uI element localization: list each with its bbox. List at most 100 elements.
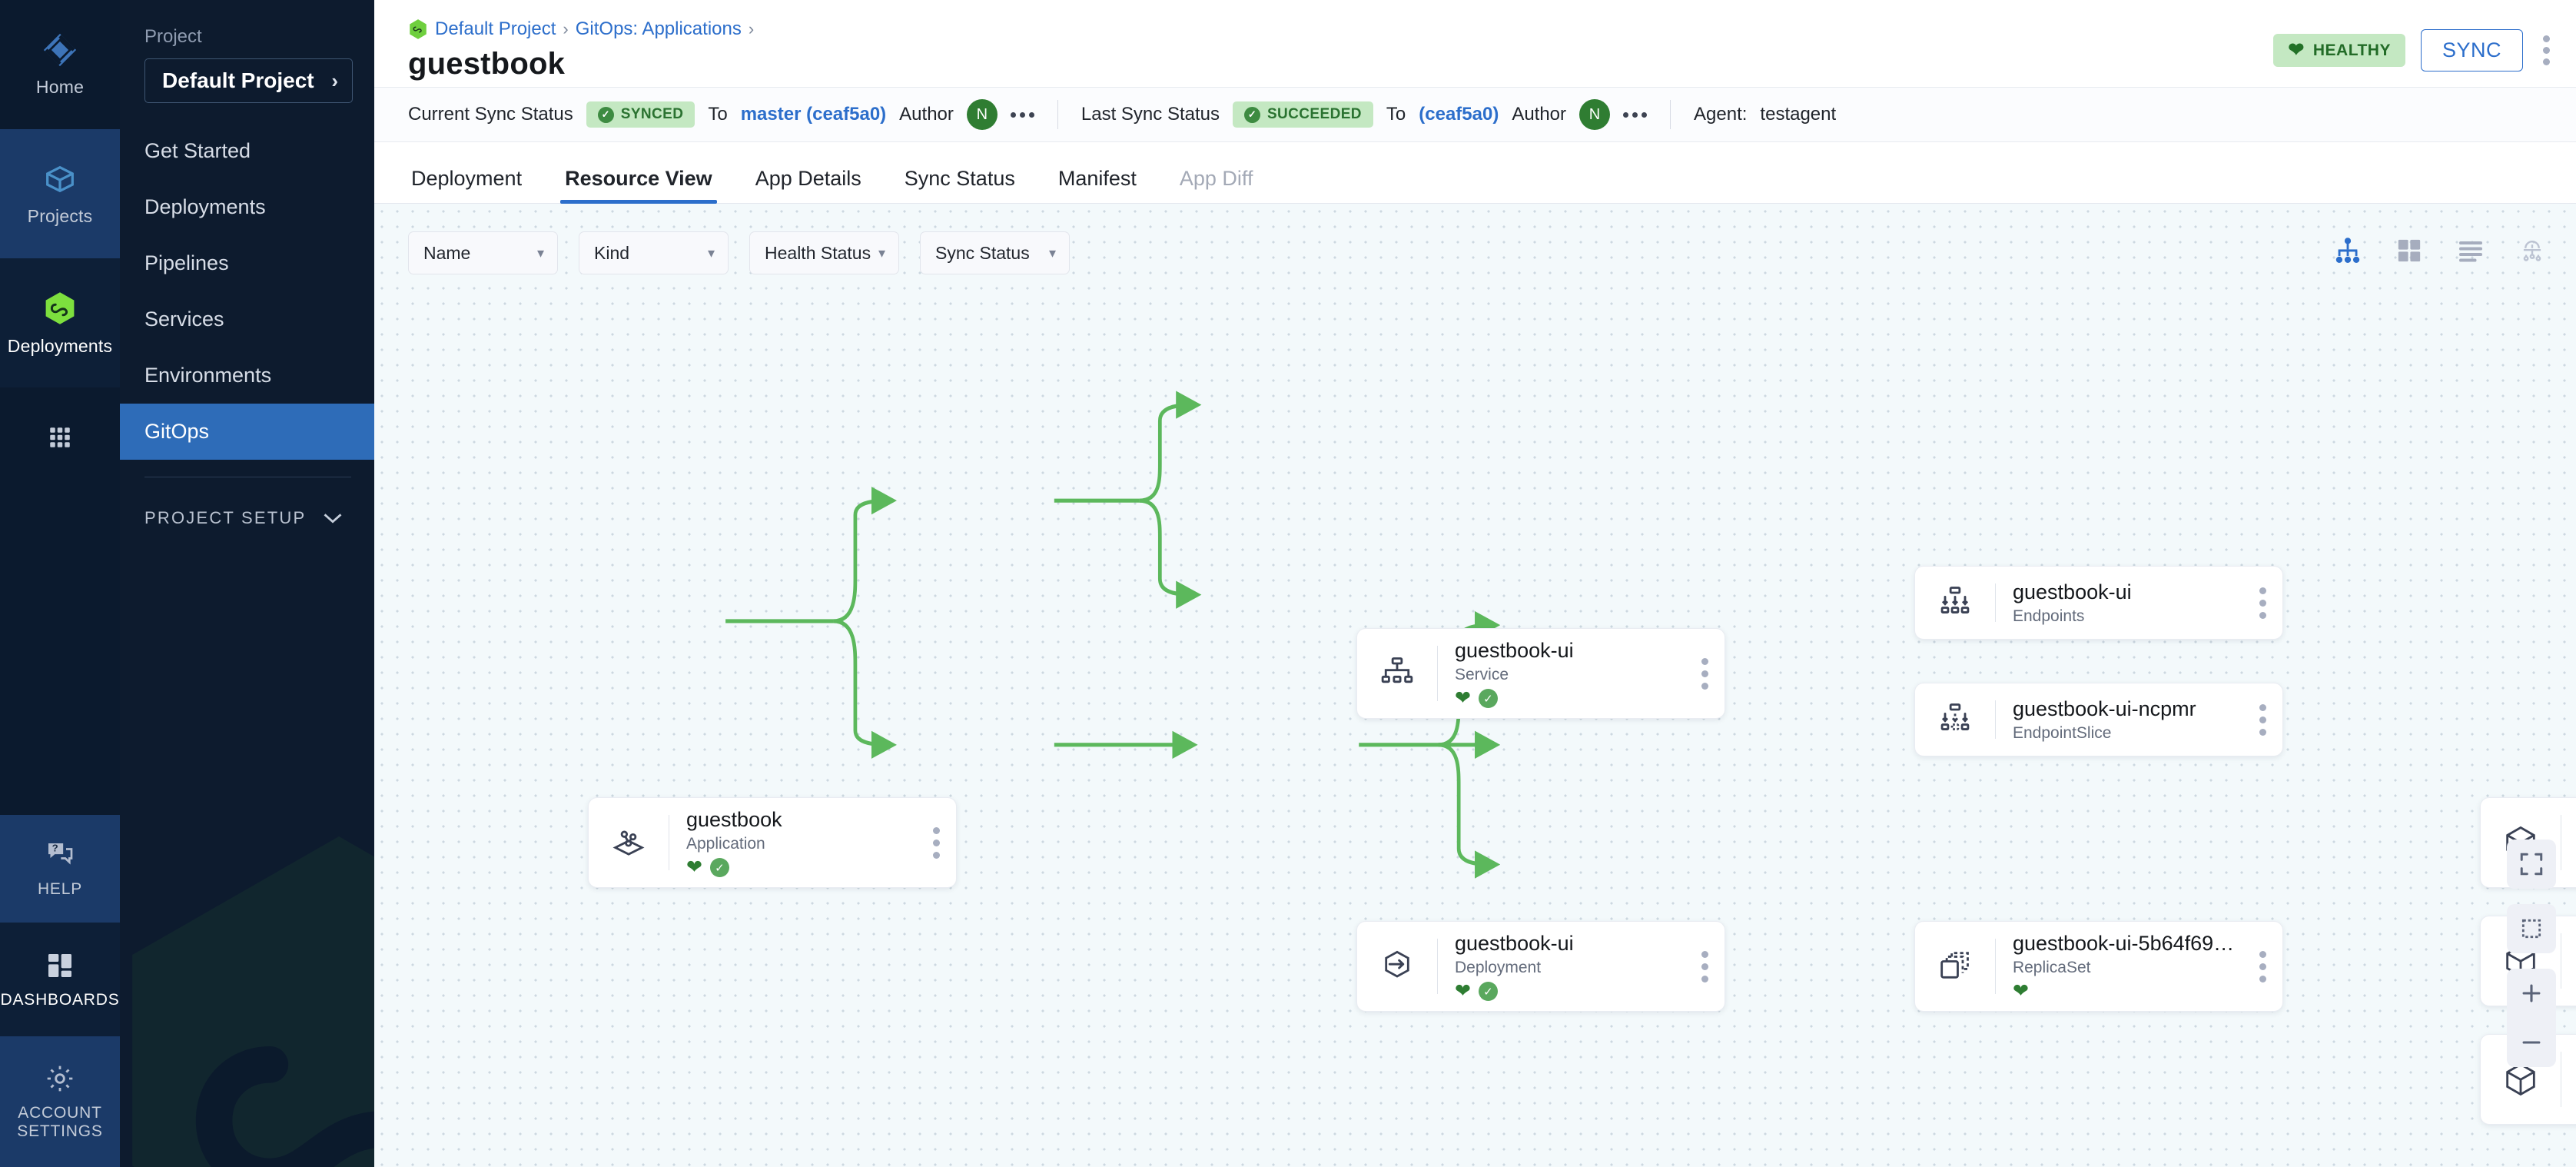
rail-item-apps[interactable] <box>0 387 120 487</box>
help-chat-icon: ? <box>48 842 73 865</box>
sidebar-item-deployments[interactable]: Deployments <box>120 179 374 235</box>
chevron-down-icon: ▾ <box>707 244 715 261</box>
projects-cube-icon <box>46 165 74 192</box>
primary-nav-rail: Home Projects Deployments <box>0 0 120 1167</box>
current-sync-status-label: Current Sync Status <box>408 104 573 125</box>
tab-deployment[interactable]: Deployment <box>411 167 523 190</box>
agent-label: Agent: <box>1694 104 1748 125</box>
agent-group: Agent: testagent <box>1694 104 1836 125</box>
node-kind: Service <box>1455 665 1509 683</box>
rail-item-dashboards[interactable]: DASHBOARDS <box>0 923 120 1036</box>
list-view-icon[interactable] <box>2455 234 2487 267</box>
breadcrumb-item-gitops-applications[interactable]: GitOps: Applications <box>575 18 742 39</box>
rail-item-projects[interactable]: Projects <box>0 129 120 258</box>
rail-item-deployments[interactable]: Deployments <box>0 258 120 387</box>
graph-node-service[interactable]: guestbook-ui Service ❤ ✓ <box>1356 628 1725 719</box>
sidebar-item-get-started[interactable]: Get Started <box>120 123 374 179</box>
sidebar-item-label: Services <box>144 308 224 331</box>
zoom-in-button[interactable] <box>2507 969 2556 1018</box>
agent-value: testagent <box>1760 104 1837 125</box>
grid-view-glyph <box>2398 239 2421 262</box>
node-divider <box>1995 939 1996 994</box>
graph-node-application[interactable]: guestbook Application ❤ ✓ <box>588 797 957 888</box>
heart-icon: ❤ <box>1455 687 1471 709</box>
chevron-down-icon: ▾ <box>878 244 885 261</box>
sidebar-item-gitops[interactable]: GitOps <box>120 404 374 460</box>
tab-app-details[interactable]: App Details <box>755 167 861 190</box>
filter-health-status[interactable]: Health Status ▾ <box>749 231 899 274</box>
filter-label: Health Status <box>765 242 871 263</box>
project-sidebar-content: Project Default Project › Get Started De… <box>120 0 374 542</box>
project-setup-toggle[interactable]: PROJECT SETUP <box>120 494 374 542</box>
current-sync-revision-link[interactable]: master (ceaf5a0) <box>740 104 887 125</box>
graph-node-pod-3[interactable]: guestbook-ui-5b64f6959… Pod ❤ <box>2480 1034 2576 1125</box>
node-menu-icon[interactable] <box>1685 657 1725 690</box>
node-info: guestbook-ui-ncpmr EndpointSlice <box>1996 697 2242 743</box>
breadcrumb-separator: › <box>563 19 569 38</box>
graph-node-deployment[interactable]: guestbook-ui Deployment ❤ ✓ <box>1356 921 1725 1012</box>
current-author-label: Author <box>899 104 954 125</box>
select-area-button[interactable] <box>2507 904 2556 953</box>
apps-grid-icon <box>50 427 70 447</box>
resource-graph-canvas[interactable]: Name ▾ Kind ▾ Health Status ▾ Sync Statu… <box>374 204 2576 1167</box>
sidebar-item-pipelines[interactable]: Pipelines <box>120 235 374 291</box>
sidebar-item-environments[interactable]: Environments <box>120 347 374 404</box>
zoom-out-button[interactable] <box>2507 1018 2556 1067</box>
node-name: guestbook-ui-5b64f69597 <box>2012 931 2242 955</box>
tab-sync-status[interactable]: Sync Status <box>904 167 1015 190</box>
avatar: N <box>966 99 998 130</box>
avatar: N <box>1579 99 1611 130</box>
graph-node-replicaset[interactable]: guestbook-ui-5b64f69597 ReplicaSet ❤ <box>1914 921 2283 1012</box>
node-info: guestbook-ui-5b64f6959… Pod ❤ <box>2561 1045 2576 1115</box>
node-menu-icon[interactable] <box>2242 950 2282 982</box>
service-icon <box>1357 653 1437 693</box>
node-kind: Deployment <box>1455 958 1542 976</box>
sidebar-item-services[interactable]: Services <box>120 291 374 347</box>
node-menu-icon[interactable] <box>2242 703 2282 736</box>
node-menu-icon[interactable] <box>1685 950 1725 982</box>
tab-resource-view[interactable]: Resource View <box>543 167 734 204</box>
grid-view-icon[interactable] <box>2393 234 2425 267</box>
graph-node-endpointslice[interactable]: guestbook-ui-ncpmr EndpointSlice <box>1914 683 2283 756</box>
header-actions: ❤ HEALTHY SYNC <box>2273 29 2554 71</box>
rail-item-label: ACCOUNT SETTINGS <box>17 1103 103 1140</box>
page-title: guestbook <box>408 47 566 81</box>
graph-node-endpoints[interactable]: guestbook-ui Endpoints <box>1914 566 2283 640</box>
breadcrumb-item-project[interactable]: Default Project <box>435 18 556 39</box>
tab-manifest[interactable]: Manifest <box>1057 167 1137 190</box>
project-selector-value: Default Project <box>162 68 314 92</box>
filter-label: Name <box>423 242 471 263</box>
current-sync-status-value: SYNCED <box>620 106 684 122</box>
fit-screen-button[interactable] <box>2507 840 2556 889</box>
rail-item-label: Home <box>35 76 85 97</box>
node-info: guestbook-ui-5b64f6959… Pod ❤ <box>2561 808 2576 878</box>
filter-sync-status[interactable]: Sync Status ▾ <box>920 231 1070 274</box>
sidebar-item-label: Pipelines <box>144 251 229 274</box>
node-name: guestbook-ui-ncpmr <box>2013 697 2196 720</box>
sync-status-strip: Current Sync Status ✓ SYNCED To master (… <box>374 87 2576 142</box>
status-strip-divider <box>1057 100 1058 129</box>
node-divider <box>1437 646 1438 701</box>
rail-item-home[interactable]: Home <box>0 0 120 129</box>
last-sync-revision-link[interactable]: (ceaf5a0) <box>1419 104 1499 125</box>
filter-name[interactable]: Name ▾ <box>408 231 558 274</box>
network-view-icon[interactable] <box>2516 234 2548 267</box>
rail-item-help[interactable]: ? HELP <box>0 815 120 923</box>
apps-grid-button[interactable] <box>32 409 88 466</box>
tree-view-icon[interactable] <box>2332 234 2364 267</box>
sync-button[interactable]: SYNC <box>2420 29 2523 71</box>
header-overflow-menu-icon[interactable] <box>2538 31 2554 70</box>
current-sync-more-icon[interactable] <box>1010 111 1034 118</box>
rail-item-account-settings[interactable]: ACCOUNT SETTINGS <box>0 1036 120 1167</box>
last-sync-status-group: Last Sync Status ✓ SUCCEEDED To (ceaf5a0… <box>1081 99 1648 130</box>
node-menu-icon[interactable] <box>2242 587 2282 619</box>
last-sync-more-icon[interactable] <box>1623 111 1648 118</box>
node-kind: Application <box>686 834 765 853</box>
node-menu-icon[interactable] <box>916 826 956 859</box>
project-selector[interactable]: Default Project › <box>144 58 353 103</box>
tree-view-glyph <box>2335 238 2360 263</box>
node-kind: ReplicaSet <box>2012 958 2091 976</box>
filter-kind[interactable]: Kind ▾ <box>579 231 729 274</box>
breadcrumb: Default Project › GitOps: Applications › <box>408 0 2545 40</box>
zoom-in-icon <box>2522 984 2541 1002</box>
